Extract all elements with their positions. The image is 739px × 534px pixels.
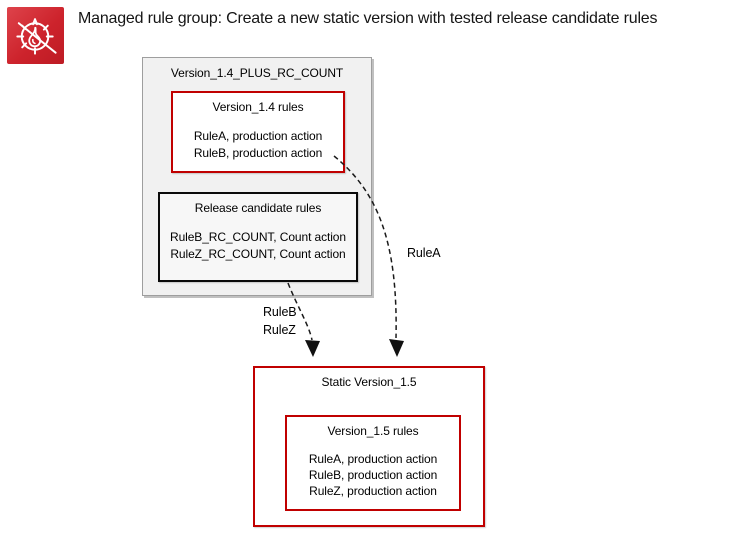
- arrow-label-rulez: RuleZ: [263, 322, 296, 337]
- rule-line: RuleB, production action: [193, 145, 323, 160]
- version-14-rules-title: Version_1.4 rules: [212, 100, 304, 114]
- rule-line: RuleB_RC_COUNT, Count action: [170, 230, 346, 244]
- arrow-label-ruleb: RuleB: [263, 305, 297, 319]
- static-version-group: Static Version_1.5 Version_1.5 rules Rul…: [253, 366, 485, 527]
- working-version-title: Version_1.4_PLUS_RC_COUNT: [170, 66, 344, 80]
- rule-line: RuleZ, production action: [309, 484, 437, 498]
- slash-line: [17, 22, 57, 54]
- waf-service-icon: [7, 7, 64, 64]
- version-15-rules-title: Version_1.5 rules: [327, 424, 419, 438]
- version-14-rules-list: RuleA, production action RuleB, producti…: [173, 128, 343, 161]
- rule-line: RuleB, production action: [308, 468, 438, 482]
- waf-flame-target-icon: [16, 18, 57, 55]
- rule-line: RuleZ_RC_COUNT, Count action: [170, 246, 346, 261]
- static-version-title: Static Version_1.5: [321, 375, 417, 389]
- version-14-rules-box: Version_1.4 rules RuleA, production acti…: [171, 91, 345, 173]
- flame-inner-curl: [32, 38, 36, 45]
- release-candidate-title: Release candidate rules: [194, 201, 322, 215]
- arrow-label-rulea: RuleA: [407, 246, 441, 260]
- rule-line: RuleA, production action: [193, 129, 323, 143]
- page-title: Managed rule group: Create a new static …: [78, 10, 658, 27]
- release-candidate-list: RuleB_RC_COUNT, Count action RuleZ_RC_CO…: [160, 229, 356, 262]
- version-15-rules-list: RuleA, production action RuleB, producti…: [287, 451, 459, 499]
- arrow-rulebz-head: [305, 340, 320, 357]
- rule-line: RuleA, production action: [308, 452, 438, 466]
- arrow-label-rulebz: RuleB RuleZ: [263, 304, 297, 339]
- flame-glyph: [28, 26, 42, 48]
- release-candidate-rules-box: Release candidate rules RuleB_RC_COUNT, …: [158, 192, 358, 282]
- version-15-rules-box: Version_1.5 rules RuleA, production acti…: [285, 415, 461, 511]
- arrow-rulea-head: [389, 339, 404, 357]
